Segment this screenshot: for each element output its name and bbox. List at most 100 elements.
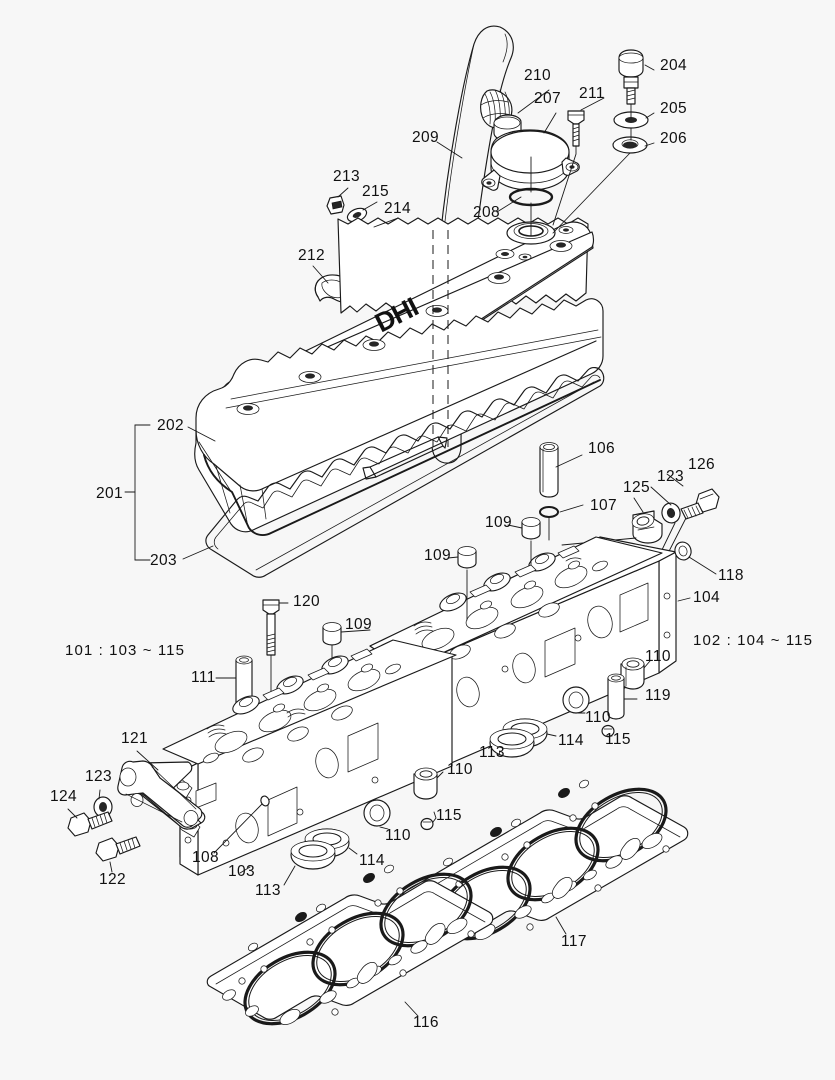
callout-111: 111 xyxy=(191,669,216,686)
group-bracket-201 xyxy=(124,424,216,561)
callout-114-a: 114 xyxy=(558,732,584,749)
callout-104: 104 xyxy=(693,589,720,606)
callout-207: 207 xyxy=(534,90,561,107)
leader-109a xyxy=(507,524,523,529)
part-205-washer xyxy=(613,111,649,129)
leader-110a xyxy=(643,660,651,669)
part-124-bolt-short xyxy=(67,811,113,837)
leader-104 xyxy=(677,597,691,602)
callout-212: 212 xyxy=(298,247,325,264)
callout-203: 203 xyxy=(150,552,177,569)
part-125-bushing xyxy=(631,510,663,544)
callout-109-a: 109 xyxy=(485,514,512,531)
part-116-head-gasket-front xyxy=(206,864,494,1026)
callout-213: 213 xyxy=(333,168,360,185)
callout-209: 209 xyxy=(412,129,439,146)
part-106-valve-guide-sleeve xyxy=(539,442,559,498)
leader-116 xyxy=(404,1001,419,1017)
part-215-spring-washer xyxy=(346,207,368,223)
leader-114b xyxy=(348,847,358,855)
part-110-plug-front-a xyxy=(413,767,438,800)
leader-113a xyxy=(498,750,501,756)
callout-110-b: 110 xyxy=(585,709,611,726)
part-110-plug-rear-a xyxy=(620,657,645,690)
group-note-right: 102 : 104 ~ 115 xyxy=(693,632,813,649)
part-213-nut xyxy=(326,195,345,215)
leader-103 xyxy=(239,866,251,874)
callout-205: 205 xyxy=(660,100,687,117)
callout-208: 208 xyxy=(473,204,500,221)
part-202-valve-cover: DHI xyxy=(194,103,632,536)
part-121-lifting-bracket xyxy=(117,760,206,830)
leader-124 xyxy=(67,808,78,819)
part-109-cup-plug-b xyxy=(457,546,477,569)
part-104-cylinder-head-rear xyxy=(369,536,677,784)
callout-115-b: 115 xyxy=(436,807,462,824)
callout-125: 125 xyxy=(623,479,650,496)
leader-114a xyxy=(546,733,557,737)
leader-115a xyxy=(607,735,613,738)
part-113-seal-ring-front xyxy=(290,840,336,870)
part-211-bolt xyxy=(567,110,585,147)
leader-110c xyxy=(436,771,444,779)
part-115-ball-plug-front xyxy=(420,817,434,831)
callout-124: 124 xyxy=(50,788,77,805)
leader-118 xyxy=(688,556,717,575)
callout-103: 103 xyxy=(228,863,255,880)
callout-116: 116 xyxy=(413,1014,439,1031)
callout-113-b: 113 xyxy=(255,882,281,899)
callout-110-c: 110 xyxy=(447,761,473,778)
leader-109b xyxy=(447,556,459,559)
callout-214: 214 xyxy=(384,200,411,217)
part-113-seal-ring-rear xyxy=(489,728,535,758)
callout-110-d: 110 xyxy=(385,827,411,844)
leader-109c2 xyxy=(340,629,371,633)
callout-119: 119 xyxy=(645,687,671,704)
callout-110-a: 110 xyxy=(645,648,671,665)
group-note-left: 101 : 103 ~ 115 xyxy=(65,642,185,659)
callout-120: 120 xyxy=(293,593,320,610)
callout-108: 108 xyxy=(192,849,219,866)
leader-117 xyxy=(555,916,567,935)
rocker-pedestals-front xyxy=(206,648,374,738)
callout-211: 211 xyxy=(579,85,605,102)
callout-115-a: 115 xyxy=(605,731,631,748)
part-206-seal-washer xyxy=(612,136,648,154)
leader-122 xyxy=(109,861,113,873)
callout-123-lower: 123 xyxy=(85,768,112,785)
leader-110d xyxy=(379,826,389,830)
callout-206: 206 xyxy=(660,130,687,147)
callout-114-b: 114 xyxy=(359,852,385,869)
callout-201: 201 xyxy=(96,485,123,502)
part-109-cup-plug-c xyxy=(322,622,342,646)
part-118-plug xyxy=(674,541,692,561)
part-109-cup-plug-a xyxy=(521,517,541,540)
callout-117: 117 xyxy=(561,933,587,950)
part-122-bolt xyxy=(95,836,141,862)
callout-109-c: 109 xyxy=(345,616,372,633)
part-119-dowel-sleeve xyxy=(607,673,625,720)
callout-107: 107 xyxy=(590,497,617,514)
part-108-dowel-pin xyxy=(213,795,270,854)
valve-cover-bolt-bosses xyxy=(236,240,573,415)
callout-118: 118 xyxy=(718,567,744,584)
leader-121 xyxy=(136,750,159,771)
part-110-plug-front-b xyxy=(363,799,391,827)
leader-123b xyxy=(98,789,101,800)
leader-lines xyxy=(312,64,684,513)
callout-204: 204 xyxy=(660,57,687,74)
callout-210: 210 xyxy=(524,67,551,84)
part-110-plug-rear-b xyxy=(562,686,590,714)
callout-106: 106 xyxy=(588,440,615,457)
leader-115b xyxy=(432,811,437,823)
part-117-head-gasket-rear xyxy=(401,779,689,941)
callout-109-b: 109 xyxy=(424,547,451,564)
callout-122: 122 xyxy=(99,871,126,888)
callout-113-a: 113 xyxy=(479,744,505,761)
callout-202: 202 xyxy=(157,417,184,434)
callout-121: 121 xyxy=(121,730,148,747)
callout-215: 215 xyxy=(362,183,389,200)
part-204-oil-filler-cap xyxy=(618,49,644,105)
